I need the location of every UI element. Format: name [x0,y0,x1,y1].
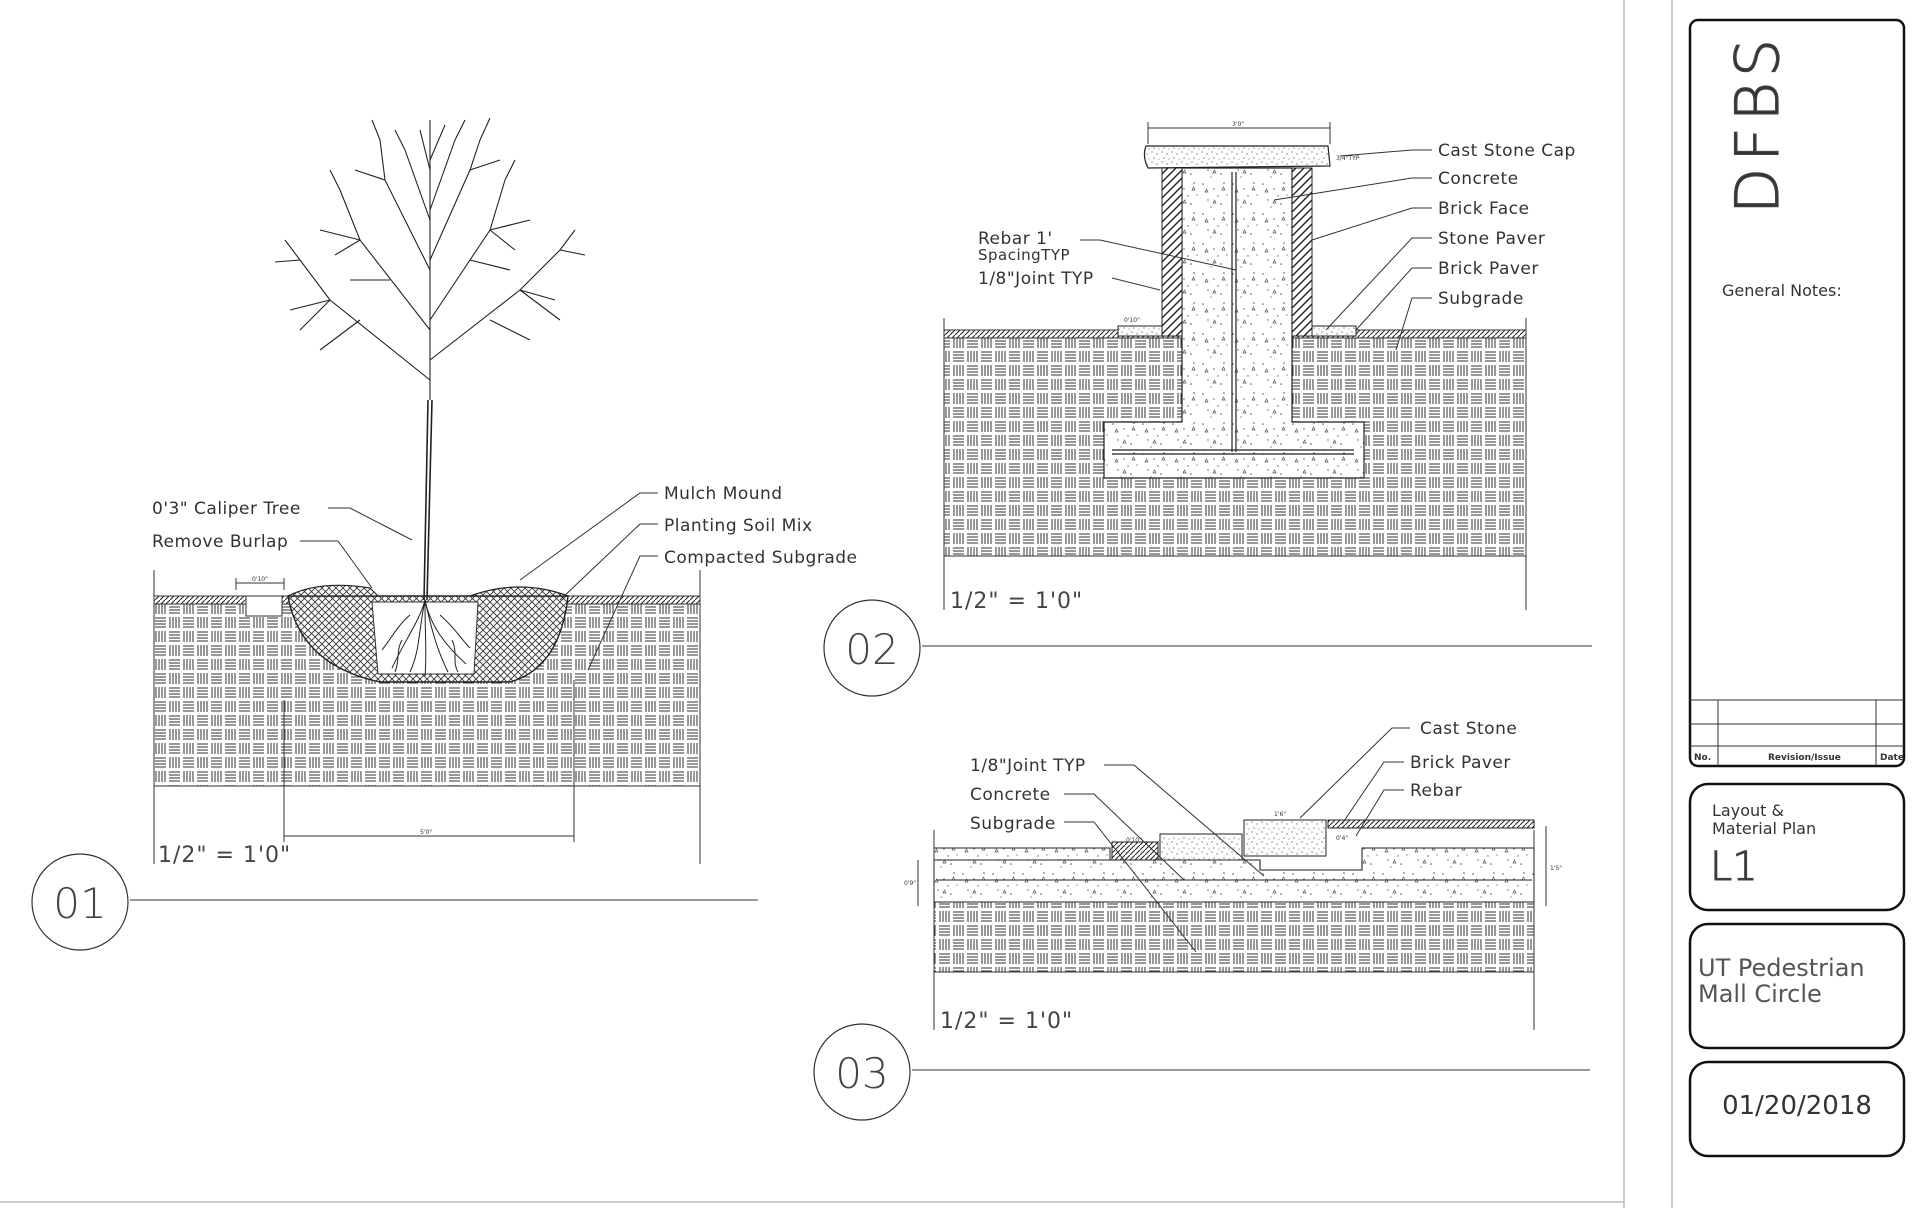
sheet-number: L1 [1710,844,1758,890]
label-remove-burlap: Remove Burlap [152,532,288,552]
dim-bottom-text: 5'0" [420,829,432,836]
sheet-title-line2: Material Plan [1712,819,1816,838]
detail-02-number: 02 [845,625,898,674]
detail-02-bubble [823,599,921,697]
dim-02-top-text: 3'0" [1232,121,1244,128]
detail-03-number: 03 [835,1049,888,1098]
brick-paver-03 [1111,841,1159,861]
sheet-title-line1: Layout & [1712,801,1784,820]
dim-bottom: 5'0" [283,680,575,842]
brick-face-left [1161,167,1183,337]
detail-02-scale: 1/2" = 1'0" [950,589,1083,614]
detail-02: 3'0" 3/4"TYP 0'10" Cast Stone Cap Concre… [823,121,1592,697]
project-panel [1688,922,1906,1050]
cast-stone-03 [1159,833,1243,861]
paver-block [245,595,283,617]
dim-03-left-text: 0'9" [904,880,916,887]
label-brick-face: Brick Face [1438,199,1529,219]
sheet-title-panel [1688,782,1906,912]
label-concrete-02: Concrete [1438,169,1519,189]
dim-03-left: 0'9" [904,860,919,906]
detail-03-leaders [1064,727,1410,953]
label-rebar-03: Rebar [1410,781,1462,801]
label-brick-paver-02: Brick Paver [1438,259,1539,279]
detail-01: 0'10" 5'0" 0'3" Caliper Tree Remove Burl… [31,117,858,951]
paver-strip-03 [1327,819,1535,829]
label-rebar-line1: Rebar 1' [978,229,1053,249]
dim-03-a: 0'10" [1126,837,1142,844]
detail-01-number: 01 [53,879,106,928]
dim-top: 0'10" [235,576,285,590]
top-paver-left [933,847,1111,861]
dim-02-paver-text: 0'10" [1124,317,1140,324]
detail-02-leaders [1080,149,1432,351]
label-joint-03: 1/8"Joint TYP [970,756,1086,776]
project-line2: Mall Circle [1698,980,1822,1008]
firm-logo: DFBS [1723,33,1793,214]
tree-trunk [423,399,433,601]
cast-stone-03b [1243,819,1327,857]
rebar-02 [1112,172,1354,455]
notes-panel [1688,18,1906,768]
concrete-slab [933,847,1535,903]
revision-grid [1690,699,1904,766]
title-block: DFBS General Notes: No. Revision/Issue D… [1688,18,1906,1158]
detail-03-bubble [813,1023,911,1121]
dim-03-b: 1'6" [1274,811,1286,818]
label-joint-02: 1/8"Joint TYP [978,269,1094,289]
stone-paver-right [1311,325,1357,337]
dim-03-right: 1'5" [1545,826,1562,906]
detail-01-scale: 1/2" = 1'0" [158,843,291,868]
label-subgrade-03: Subgrade [970,814,1056,834]
label-brick-paver-03: Brick Paver [1410,753,1511,773]
label-mulch-mound: Mulch Mound [664,484,783,504]
mulch-mound-right [469,586,569,597]
project-line1: UT Pedestrian [1698,954,1865,982]
rev-header-no: No. [1694,753,1711,763]
mulch-mound-left [287,584,380,597]
general-notes-label: General Notes: [1722,281,1842,300]
label-planting-soil: Planting Soil Mix [664,516,813,536]
date-panel [1688,1060,1906,1158]
label-cast-stone: Cast Stone [1420,719,1517,739]
brick-face-right [1291,167,1313,337]
detail-01-leaders [300,492,658,671]
dim-03-right-text: 1'5" [1550,865,1562,872]
dim-02-cap-text: 3/4"TYP [1336,155,1360,162]
label-rebar-line2: SpacingTYP [978,246,1070,264]
detail-03: 0'10" 1'6" 0'4" 0'9" 1'5" Cast Stone Bri… [813,719,1590,1121]
sheet-border [0,0,1673,1208]
dim-top-text: 0'10" [252,576,268,583]
label-stone-paver: Stone Paver [1438,229,1545,249]
label-compacted-subgrade: Compacted Subgrade [664,548,858,568]
dim-02-top: 3'0" [1147,121,1331,144]
sheet-date: 01/20/2018 [1722,1091,1872,1121]
rev-header-revision: Revision/Issue [1768,753,1841,763]
footing [1103,167,1365,479]
dim-03-c: 0'4" [1336,835,1348,842]
stone-paver-left [1117,325,1163,337]
label-caliper-tree: 0'3" Caliper Tree [152,499,301,519]
rev-header-date: Date [1880,753,1904,763]
subgrade-section-03 [933,901,1535,973]
tree-canopy [274,117,586,400]
roots [381,599,471,677]
label-concrete-03: Concrete [970,785,1051,805]
detail-03-scale: 1/2" = 1'0" [940,1009,1073,1034]
cast-stone-cap [1143,145,1331,169]
label-cast-stone-cap: Cast Stone Cap [1438,141,1576,161]
label-subgrade-02: Subgrade [1438,289,1524,309]
detail-01-bubble [31,853,129,951]
